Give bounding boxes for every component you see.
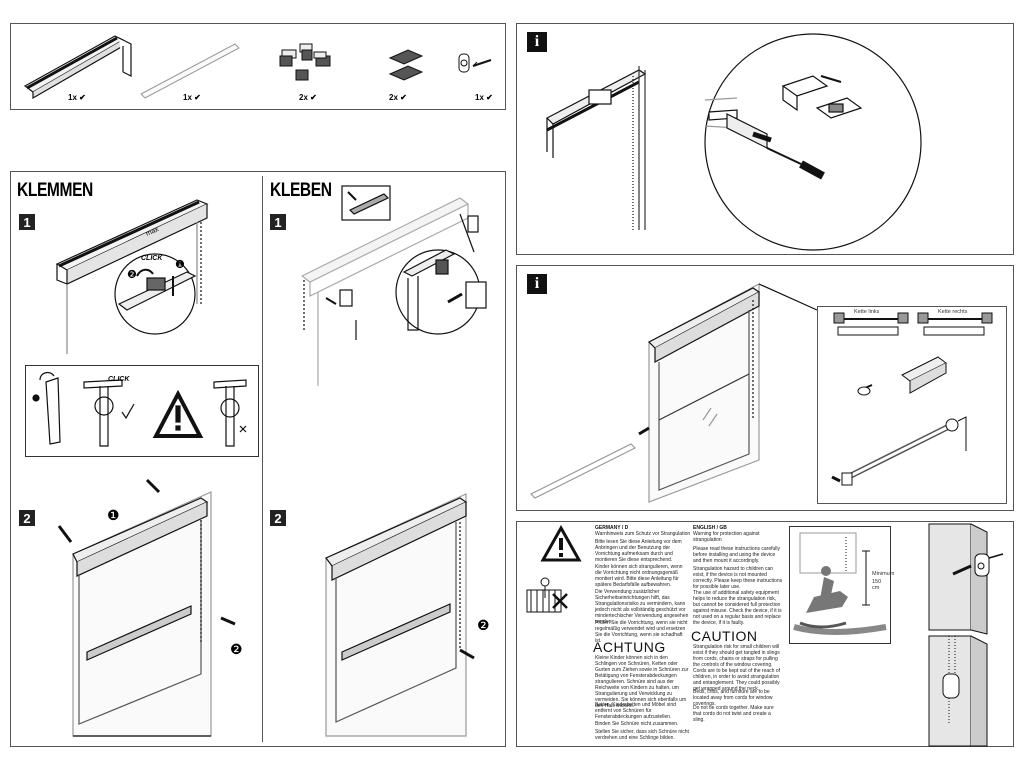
step2-marker-1: ❶ xyxy=(107,507,120,523)
info-panel-2: i xyxy=(516,265,1014,511)
click-label: CLICK xyxy=(141,255,163,262)
de-paragraph-2: Kinder können sich strangulieren, wenn d… xyxy=(595,564,683,588)
achtung-heading: ACHTUNG xyxy=(593,639,666,655)
chain-side-options xyxy=(831,312,993,486)
clip-sequence-illustration xyxy=(32,371,247,447)
kleben-step2-marker: ❷ xyxy=(477,617,490,633)
de-paragraph-4: Prüfen Sie die Vorrichtung, wenn sie nic… xyxy=(595,620,688,644)
click-label-2: CLICK xyxy=(108,376,130,383)
klemmen-detail-box: CLICK xyxy=(25,365,259,457)
kleben-step1-illustration xyxy=(300,185,487,386)
de-paragraph-7: Binden Sie Schnüre nicht zusammen. xyxy=(595,721,679,727)
caution-heading: CAUTION xyxy=(691,628,758,644)
parts-panel: 1x ✔ 1x ✔ 2x ✔ 2x ✔ 1x ✔ xyxy=(10,23,506,110)
bottom-rail-icon xyxy=(140,43,240,99)
klemmen-step-1: 1 xyxy=(19,214,35,230)
de-paragraph-6: Betten, Kinderbetten und Möbel sind entf… xyxy=(595,702,676,720)
chain-right-label: Kette rechts xyxy=(938,309,968,315)
klemmen-step2-illustration xyxy=(57,478,236,737)
clamp-bracket-icon xyxy=(279,43,331,81)
mounting-panel: KLEMMEN 1 max CLICK ❶ ❷ xyxy=(10,171,506,747)
safety-panel: GERMANY / D Warnhinweis zum Schutz vor S… xyxy=(516,521,1014,747)
chain-holder-screw-icon xyxy=(458,53,492,73)
holder-qty: 1x ✔ xyxy=(475,93,493,102)
kleben-step-1: 1 xyxy=(270,214,286,230)
crib-child-icon xyxy=(526,577,568,613)
en-paragraph-1: Please read these instructions carefully… xyxy=(693,546,780,564)
de-paragraph-5: Kleine Kinder können sich in den Schling… xyxy=(595,655,689,709)
minimum-height-box: Minimum 150 cm xyxy=(789,526,895,644)
step2-marker-2: ❷ xyxy=(230,641,243,657)
info-icon: i xyxy=(527,32,547,52)
de-paragraph-3: Die Verwendung zusätzlicher Sicherheitse… xyxy=(595,589,689,625)
blind-installed-illustration xyxy=(529,283,818,503)
kleben-step-2: 2 xyxy=(270,510,286,526)
chain-side-box: Kette links Kette rechts xyxy=(817,306,1007,504)
de-paragraph-8: Stellen Sie sicher, dass sich Schnüre ni… xyxy=(595,729,689,741)
child-rocking-horse-illustration xyxy=(793,532,887,635)
klemmen-step1-illustration: max xyxy=(55,199,209,354)
de-country: GERMANY / D xyxy=(595,525,629,531)
info-icon-2: i xyxy=(527,274,547,294)
info-panel-1: i xyxy=(516,23,1014,255)
step-marker-2: ❷ xyxy=(127,269,137,281)
roller-blind-cassette-icon xyxy=(23,35,132,100)
de-subtitle: Warnhinweis zum Schutz vor Strangulation xyxy=(595,531,691,537)
pad-qty: 2x ✔ xyxy=(389,93,407,102)
en-paragraph-6: Do not tie cords together. Make sure tha… xyxy=(693,705,774,723)
en-paragraph-3: The use of additional safety equipment h… xyxy=(693,590,782,626)
kleben-title: KLEBEN xyxy=(270,180,332,201)
divider xyxy=(262,176,263,742)
clamp-qty: 2x ✔ xyxy=(299,93,317,102)
en-paragraph-5: Beds, cribs, and furniture are to be loc… xyxy=(693,689,773,707)
en-paragraph-2: Strangulation hazard to children can exi… xyxy=(693,566,783,590)
en-country: ENGLISH / GB xyxy=(693,525,727,531)
en-subtitle: Warning for protection against strangula… xyxy=(693,531,760,543)
rail-qty: 1x ✔ xyxy=(183,93,201,102)
clamp-removal-illustration xyxy=(545,33,922,251)
minimum-label: Minimum xyxy=(872,571,895,577)
kleben-step2-illustration xyxy=(325,493,475,737)
chain-left-label: Kette links xyxy=(854,309,880,315)
minimum-value: 150 cm xyxy=(872,579,882,591)
wall-chain-holder-illustration xyxy=(928,523,1004,747)
adhesive-pad-icon xyxy=(388,49,424,81)
cassette-qty: 1x ✔ xyxy=(68,93,86,102)
klemmen-title: KLEMMEN xyxy=(17,180,93,201)
step-marker-1: ❶ xyxy=(175,259,185,271)
en-paragraph-4: Strangulation risk for small children wi… xyxy=(693,644,780,692)
warning-triangle-icon xyxy=(540,524,582,562)
klemmen-step-2: 2 xyxy=(19,510,35,526)
de-paragraph-1: Bitte lesen Sie diese Anleitung vor dem … xyxy=(595,539,682,563)
svg-text:max: max xyxy=(145,226,160,238)
